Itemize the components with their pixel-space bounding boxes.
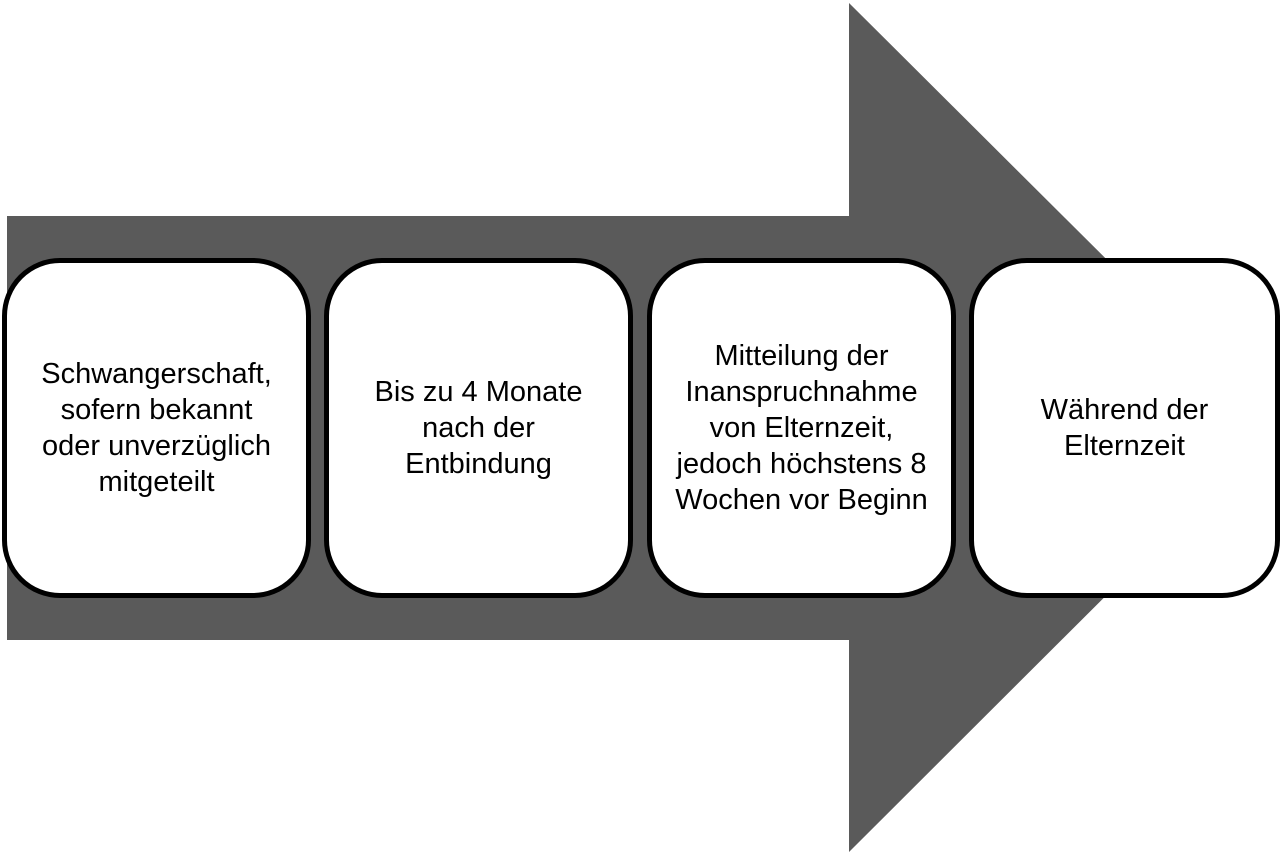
background-arrow <box>7 3 1275 852</box>
step-label-1: Schwangerschaft, sofern bekannt oder unv… <box>41 358 272 498</box>
step-label-4: Während der Elternzeit <box>1040 394 1209 462</box>
step-box-2: Bis zu 4 Monate nach der Entbindung <box>324 258 633 598</box>
step-box-1: Schwangerschaft, sofern bekannt oder unv… <box>2 258 311 598</box>
step-label-2: Bis zu 4 Monate nach der Entbindung <box>374 376 583 480</box>
step-label-3: Mitteilung der Inanspruchnahme von Elter… <box>675 340 928 516</box>
step-box-3: Mitteilung der Inanspruchnahme von Elter… <box>647 258 956 598</box>
step-box-4: Während der Elternzeit <box>969 258 1280 598</box>
